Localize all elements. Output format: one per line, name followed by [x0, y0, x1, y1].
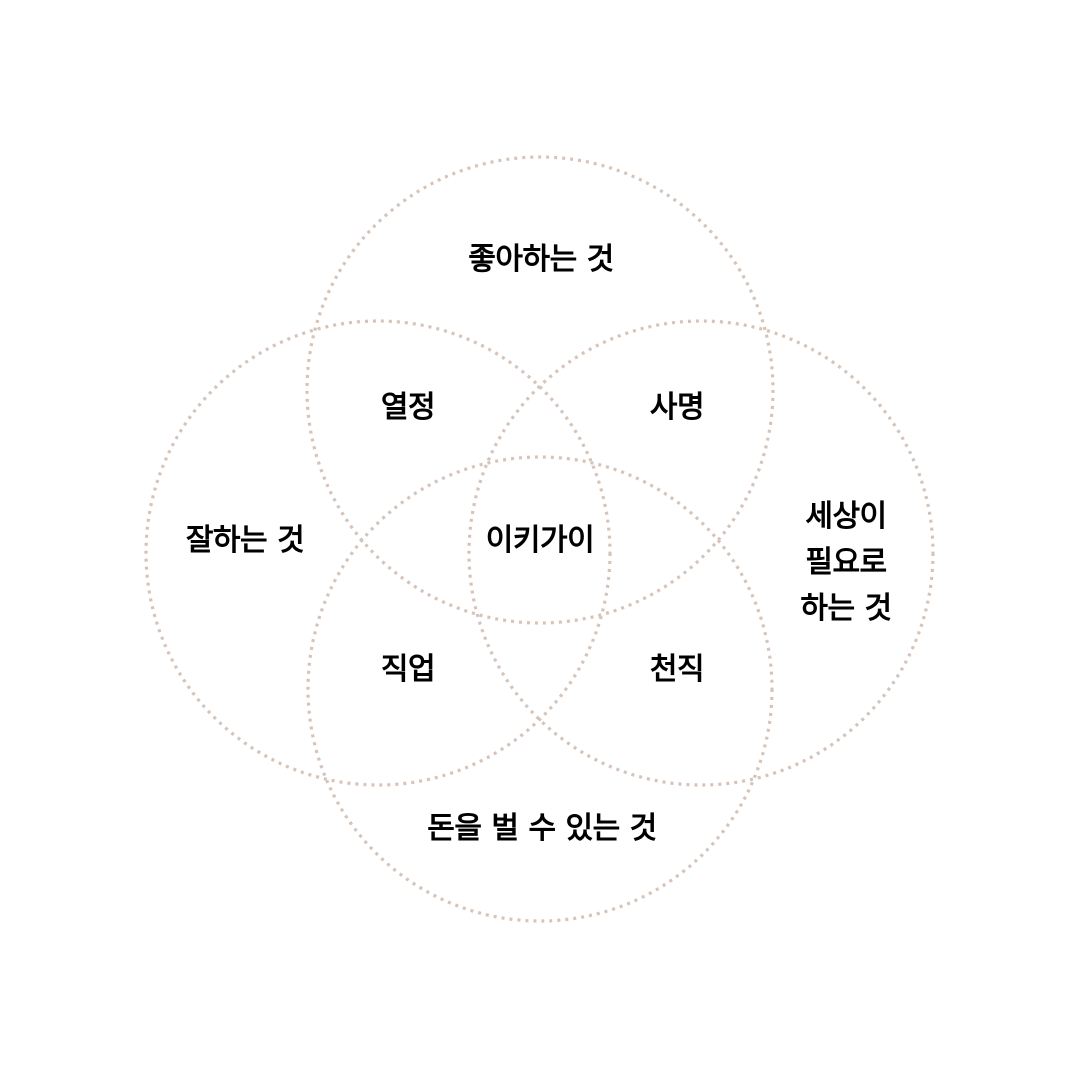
label-profession: 직업 — [380, 652, 436, 687]
label-mission: 사명 — [649, 390, 705, 425]
label-good-at: 잘하는 것 — [185, 523, 305, 558]
label-love: 좋아하는 것 — [468, 242, 614, 277]
label-ikigai: 이키가이 — [485, 523, 595, 558]
circle-paid-for — [306, 455, 774, 923]
label-passion: 열정 — [380, 390, 436, 425]
circle-love — [305, 155, 775, 625]
circle-good-at — [144, 319, 612, 787]
circle-world-needs — [467, 319, 935, 787]
label-vocation: 천직 — [649, 652, 705, 687]
label-paid-for: 돈을 벌 수 있는 것 — [427, 811, 657, 846]
label-world-needs: 세상이 필요로 하는 것 — [800, 499, 892, 626]
